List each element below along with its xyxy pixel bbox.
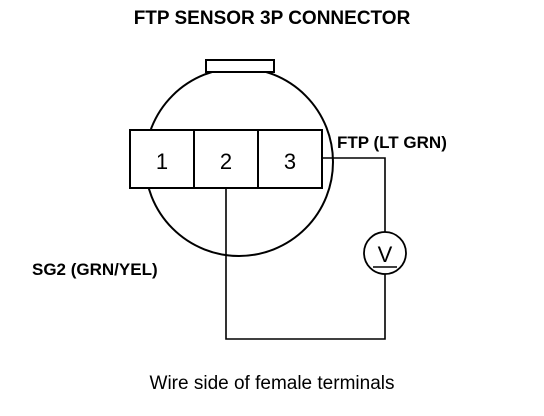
connector-lock-tab xyxy=(205,59,275,73)
voltmeter-icon: V xyxy=(363,231,407,275)
ftp-wire-label: FTP (LT GRN) xyxy=(337,133,447,152)
ftp-test-lead xyxy=(322,157,386,232)
terminal-cavity-1 xyxy=(129,129,195,189)
diagram-caption: Wire side of female terminals xyxy=(149,373,395,394)
diagram-title: FTP SENSOR 3P CONNECTOR xyxy=(133,8,411,29)
terminal-number-2: 2 xyxy=(220,149,232,174)
terminal-number-3: 3 xyxy=(284,149,296,174)
sg2-test-lead xyxy=(225,188,386,340)
voltmeter-symbol: V xyxy=(378,242,393,267)
terminal-number-1: 1 xyxy=(156,149,168,174)
terminal-cavity-3 xyxy=(257,129,323,189)
sg2-wire-label: SG2 (GRN/YEL) xyxy=(32,260,158,279)
